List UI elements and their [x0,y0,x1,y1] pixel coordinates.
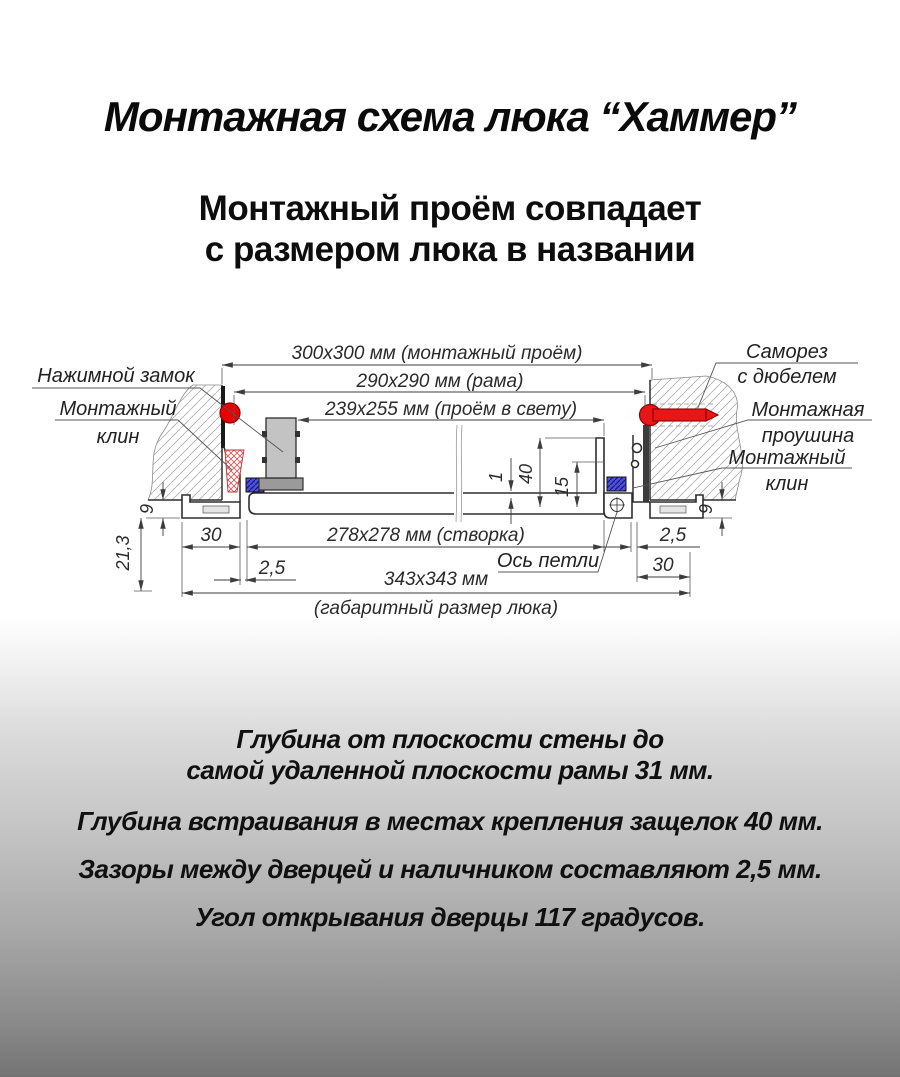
dim-21-3: 21,3 [113,535,133,571]
dim-2-5-right: 2,5 [659,525,687,546]
note-latch-depth: Глубина встраивания в местах крепления з… [77,806,823,836]
right-frame-channel [632,435,650,503]
page-subtitle: Монтажный проём совпадает с размером люк… [0,188,900,270]
leader-lines [32,362,872,573]
screw-tip [705,408,720,422]
label-wedge-right-2: клин [766,473,809,495]
note-gaps: Зазоры между дверцей и наличником состав… [78,854,822,884]
dim-overall-caption: (габаритный размер люка) [314,598,558,619]
right-trim-clip [659,505,687,514]
label-screw-2: с дюбелем [737,366,837,388]
dim-frame: 290х290 мм (рама) [356,371,524,392]
page-title: Монтажная схема люка “Хаммер” [103,93,797,140]
dim-mounting-opening: 300х300 мм (монтажный проём) [292,343,583,364]
dim-15: 15 [552,476,572,497]
label-screw-1: Саморез [746,341,828,363]
lock-base [258,477,304,491]
dowel-hole-dashed [652,403,714,427]
lock-button [219,402,241,424]
label-press-lock: Нажимной замок [37,365,196,387]
subtitle-line-1: Монтажный проём совпадает [198,189,702,228]
lock-body [265,417,297,479]
note-depth-line-1: Глубина от плоскости стены до [236,724,664,754]
dim-1: 1 [486,472,506,482]
dim-2-5-left: 2,5 [258,558,286,579]
hinge-axis-cross [609,497,625,513]
dimension-lines [134,362,732,597]
label-hinge-axis: Ось петли [497,550,599,572]
press-lock-assembly [219,402,304,491]
lock-bolt [295,431,300,437]
label-wedge-left-1: Монтажный [60,398,177,420]
door-leaf [248,424,633,523]
note-depth-from-wall: Глубина от плоскости стены до самой удал… [0,724,900,786]
mounting-wedge-left [224,449,245,493]
lock-bolt [295,457,300,463]
dim-9-right: 9 [696,504,716,514]
lock-bolt [262,431,267,437]
dim-40: 40 [516,464,536,484]
installation-cross-section-diagram: 300х300 мм (монтажный проём) 290х290 мм … [32,341,872,619]
dim-leaf: 278х278 мм (створка) [326,525,525,546]
dim-30-left: 30 [200,525,222,546]
seal-block-right [606,476,627,492]
dim-9-left: 9 [137,504,157,514]
left-trim-clip [202,505,230,514]
hinge-knuckle-lower [630,459,640,469]
mounting-lug [643,425,649,502]
gradient-background [0,615,900,1077]
break-line [460,424,463,523]
label-lug-2: проушина [762,425,854,447]
break-gap [454,488,463,520]
dim-overall-size: 343х343 мм [384,569,488,590]
break-line [455,424,458,523]
label-lug-1: Монтажная [752,399,865,421]
leaf-panel [248,437,605,515]
label-wedge-right-1: Монтажный [729,447,846,469]
dim-30-right: 30 [652,555,674,576]
left-wall-hatch [147,384,223,501]
dim-clear-opening: 239х255 мм (проём в свету) [324,399,577,420]
lock-bolt [262,457,267,463]
label-wedge-left-2: клин [97,426,140,448]
hinge-knuckle-upper [631,442,643,454]
screw-assembly [638,403,720,427]
subtitle-line-2: с размером люка в названии [204,230,696,269]
screw-shaft [652,408,707,422]
note-depth-line-2: самой удаленной плоскости рамы 31 мм. [186,755,714,785]
note-opening-angle: Угол открывания дверцы 117 градусов. [195,902,705,932]
